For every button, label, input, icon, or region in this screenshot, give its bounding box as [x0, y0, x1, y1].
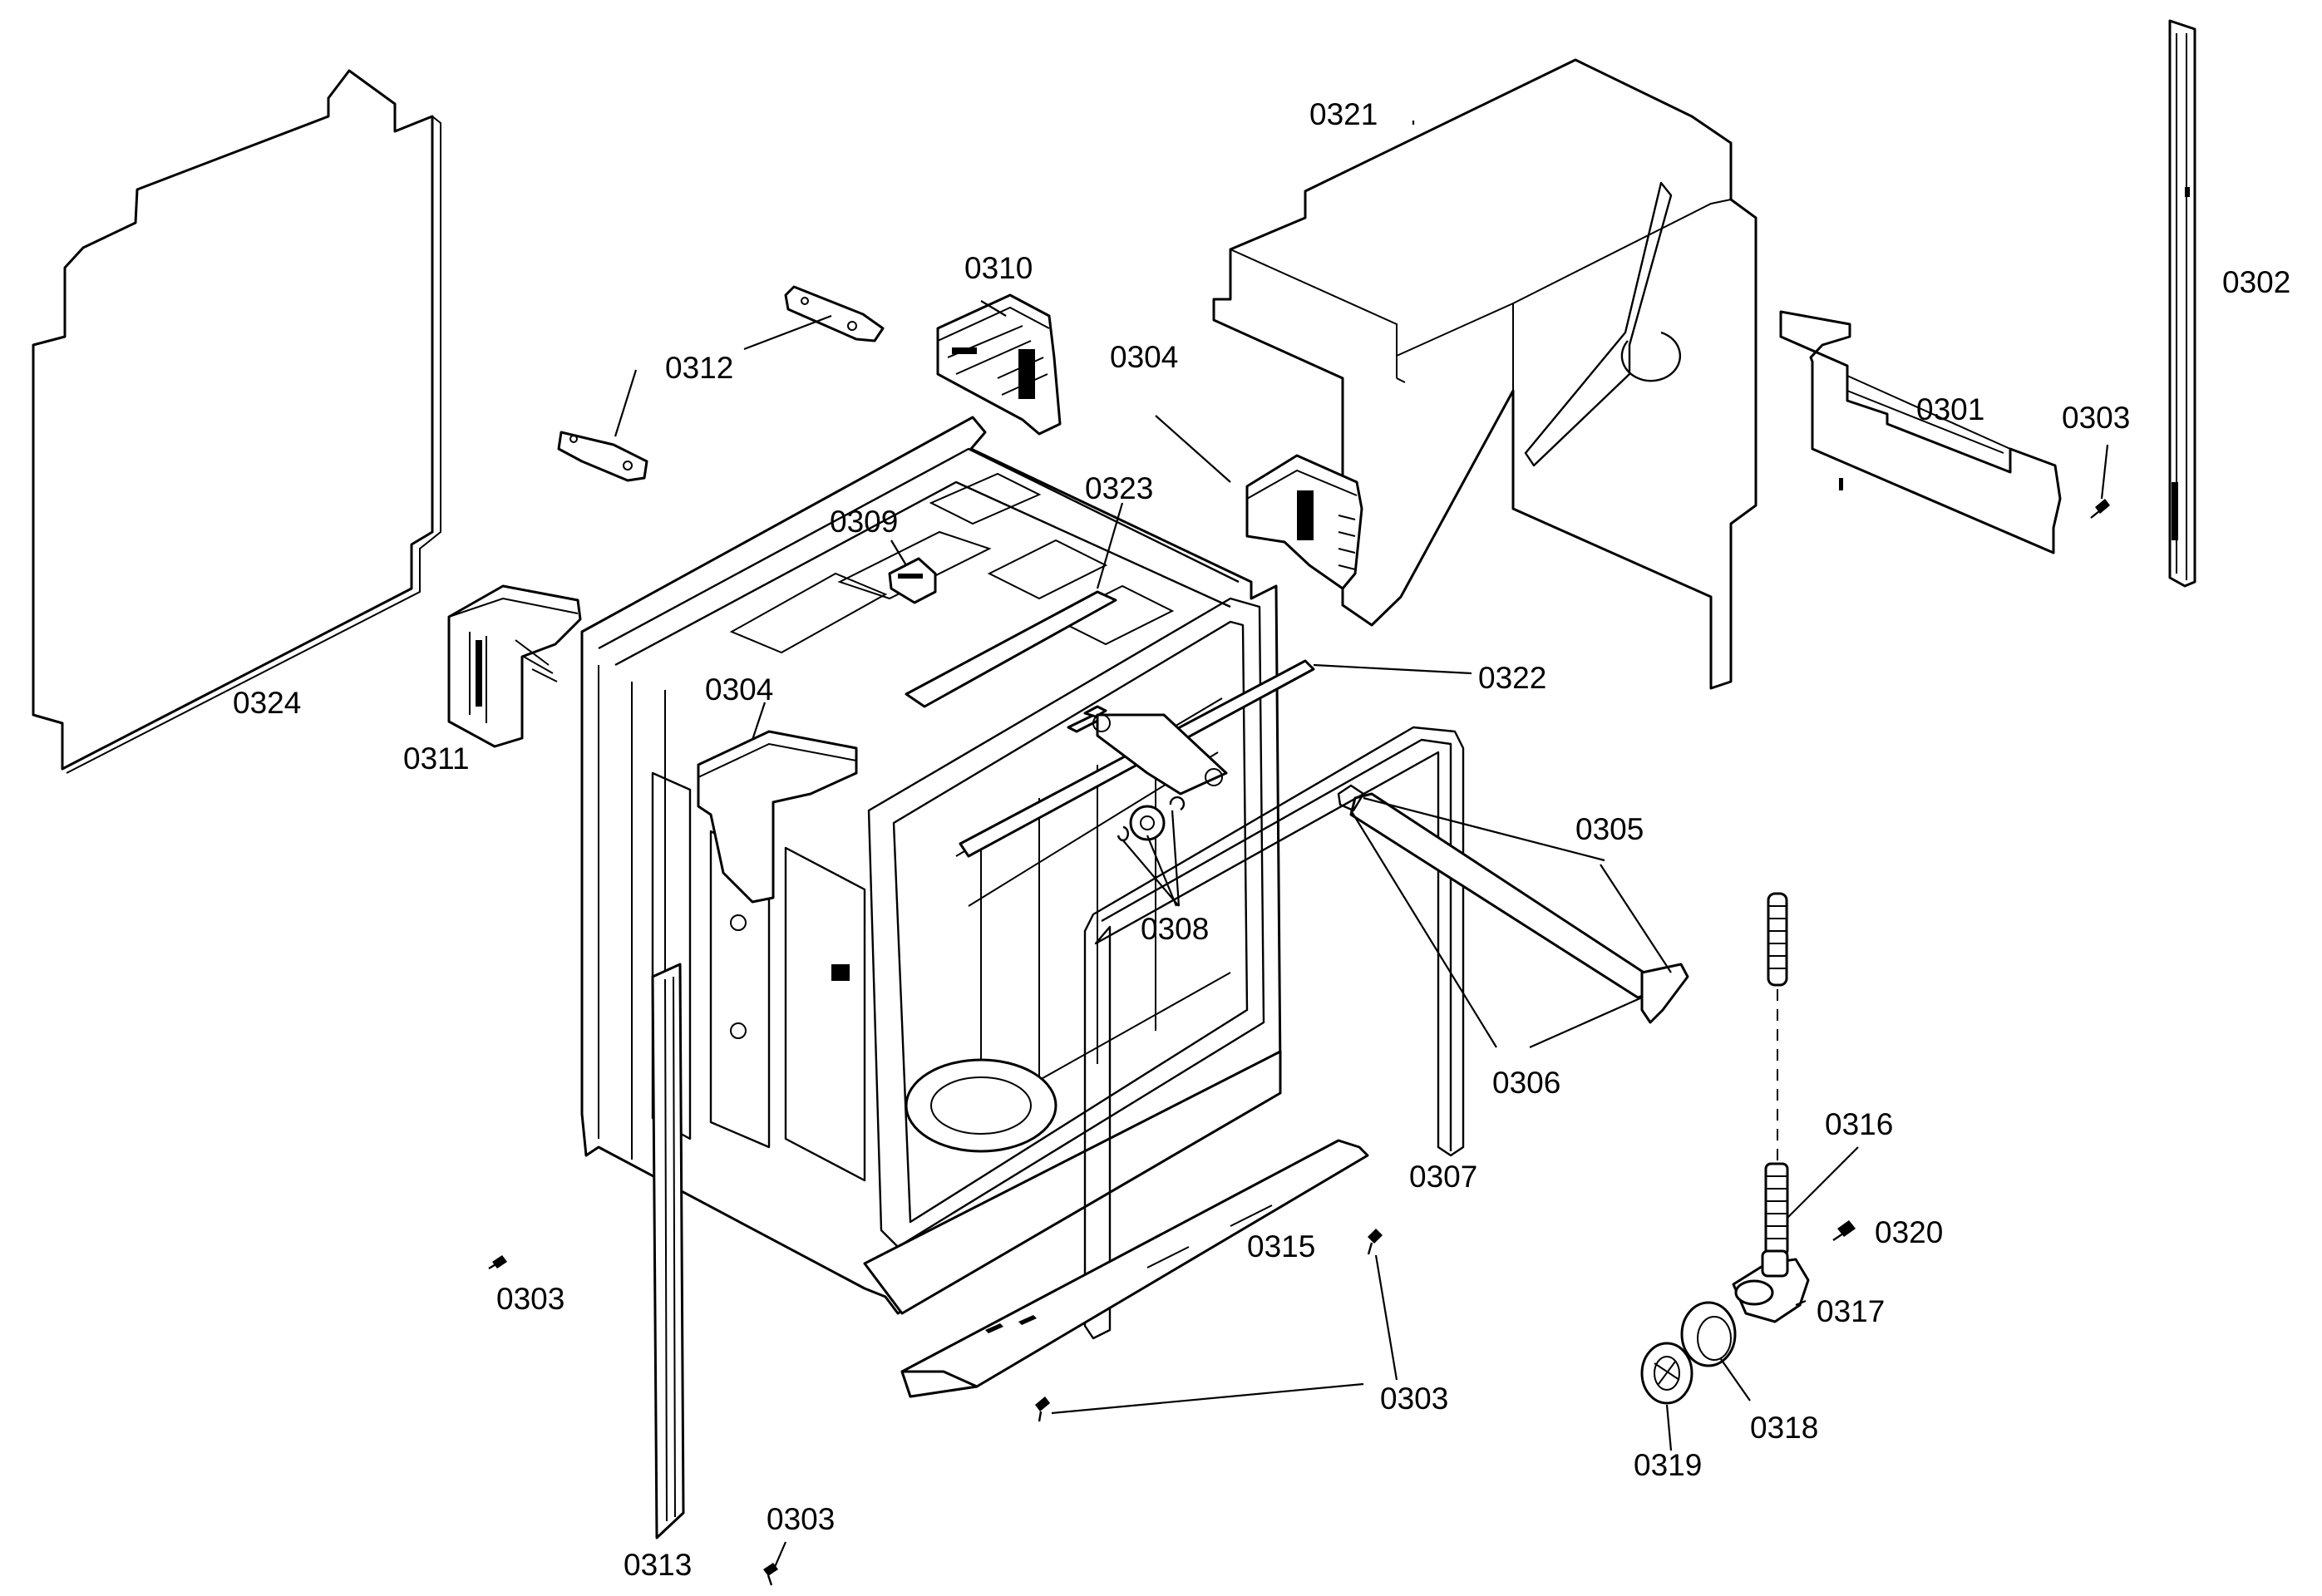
- part-0303-screw-bottom-center[interactable]: [1367, 1229, 1383, 1255]
- label-0323: 0323: [1085, 471, 1153, 505]
- part-0317-connector[interactable]: [1732, 1249, 1810, 1323]
- part-0310-bracket[interactable]: [936, 293, 1062, 436]
- part-0311-bracket[interactable]: [447, 584, 582, 748]
- label-0303-left: 0303: [496, 1282, 564, 1316]
- part-0309-clip: [888, 557, 937, 604]
- part-0304-lower-bracket[interactable]: [697, 730, 858, 904]
- label-0307: 0307: [1409, 1160, 1477, 1194]
- part-0303-screw-top-right[interactable]: [2090, 499, 2110, 519]
- label-0321: 0321: [1309, 97, 1378, 131]
- part-0308-washers[interactable]: [1117, 796, 1186, 842]
- part-hinge-plate: [1092, 713, 1228, 796]
- part-0301-strip[interactable]: [1779, 310, 2062, 554]
- part-0307-door-seal[interactable]: [1083, 726, 1465, 1340]
- label-0303-bottom: 0303: [767, 1502, 835, 1536]
- part-0304-upper-bracket[interactable]: [1245, 454, 1363, 590]
- label-0324: 0324: [233, 686, 301, 720]
- label-0303-bottom-center: 0303: [1380, 1382, 1448, 1416]
- label-0319: 0319: [1634, 1448, 1702, 1482]
- label-0316: 0316: [1825, 1107, 1893, 1141]
- part-0302-vertical-trim[interactable]: [2168, 19, 2196, 588]
- part-0313-vertical-trim[interactable]: [651, 963, 685, 1539]
- leader-lines: [614, 121, 2109, 1568]
- part-0321-shroud[interactable]: [1212, 58, 1758, 690]
- label-0304-upper: 0304: [1110, 340, 1178, 374]
- part-0316-hose[interactable]: [1764, 892, 1789, 1257]
- part-0324-side-panel[interactable]: [32, 69, 441, 774]
- label-0312: 0312: [665, 351, 733, 385]
- part-0323-bar: [905, 590, 1117, 708]
- part-0320-screw[interactable]: [1832, 1220, 1856, 1241]
- label-0313: 0313: [624, 1548, 692, 1582]
- callout-labels: 0321 0302 0310 0312 0304 0301 0303 0309 …: [233, 97, 2290, 1582]
- label-0320: 0320: [1875, 1215, 1943, 1249]
- label-0301: 0301: [1916, 392, 1984, 426]
- part-0318-ring[interactable]: [1680, 1301, 1737, 1367]
- label-0318: 0318: [1750, 1411, 1818, 1445]
- part-0305-hinge-bar[interactable]: [1337, 784, 1689, 1024]
- label-0302: 0302: [2222, 265, 2290, 299]
- label-0311: 0311: [403, 741, 470, 776]
- part-0303-screw-center[interactable]: [1035, 1396, 1050, 1422]
- label-0303-top-right: 0303: [2062, 401, 2130, 435]
- label-0315: 0315: [1247, 1229, 1315, 1264]
- part-0312-lower-clip[interactable]: [557, 431, 648, 482]
- label-0308: 0308: [1141, 912, 1209, 946]
- label-0304-lower: 0304: [705, 672, 773, 707]
- label-0305: 0305: [1575, 812, 1644, 846]
- label-0306: 0306: [1492, 1066, 1560, 1100]
- part-tub-body: [580, 416, 1282, 1315]
- label-0309: 0309: [830, 505, 898, 539]
- part-0319-cap[interactable]: [1640, 1342, 1693, 1405]
- label-0310: 0310: [964, 251, 1033, 285]
- part-0303-screw-left[interactable]: [488, 1255, 507, 1270]
- label-0317: 0317: [1817, 1294, 1885, 1328]
- part-0312-upper-clip[interactable]: [784, 285, 885, 342]
- part-0315-toe-strip[interactable]: [900, 1139, 1369, 1398]
- label-0322: 0322: [1478, 661, 1546, 695]
